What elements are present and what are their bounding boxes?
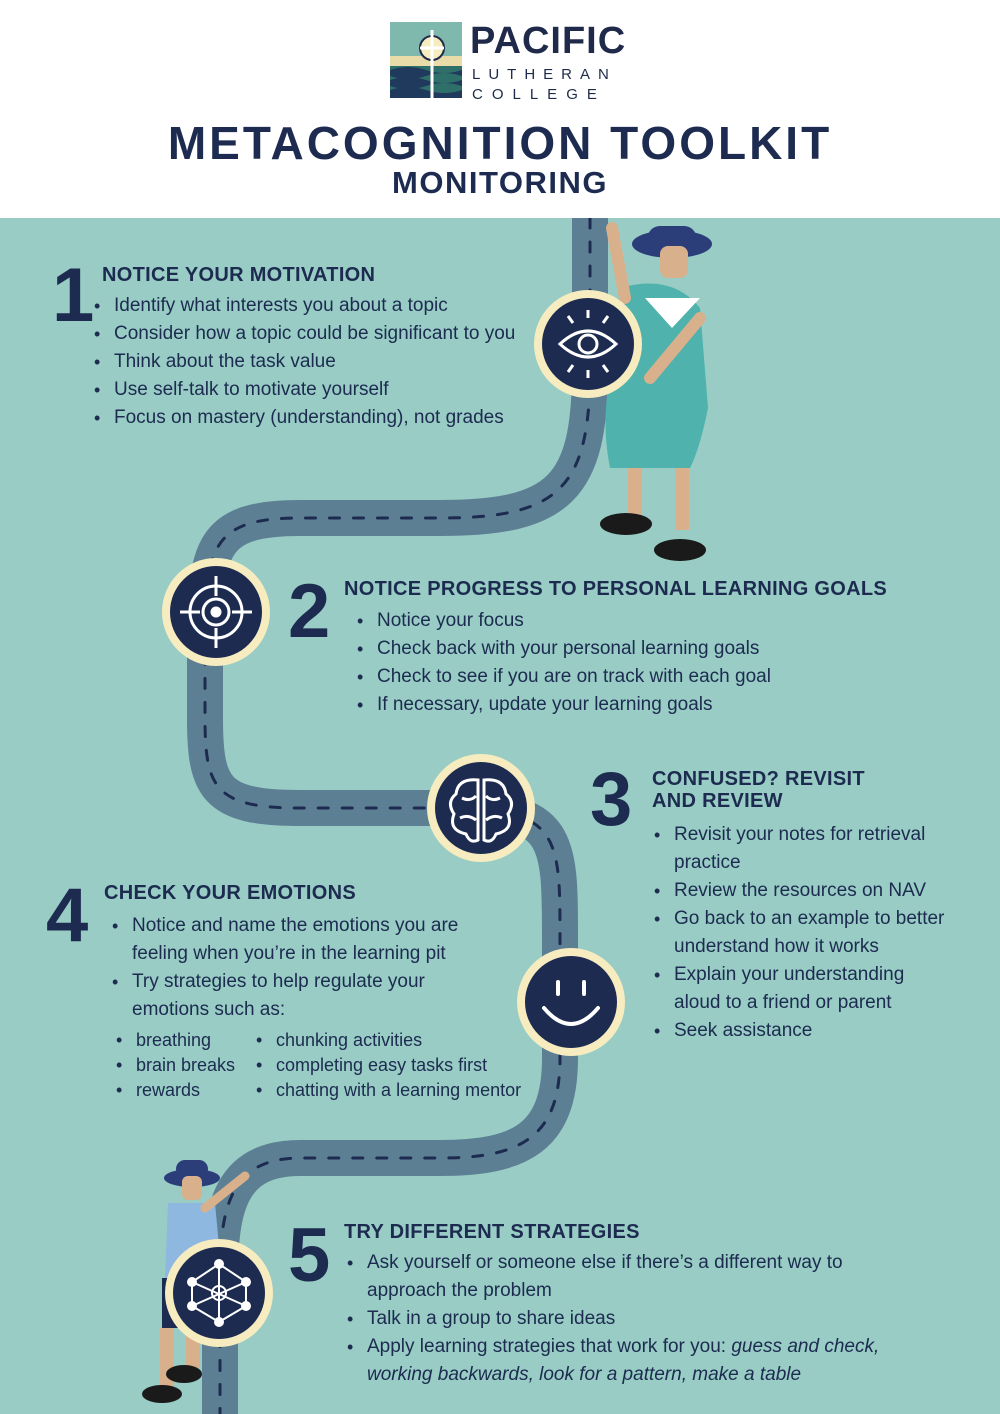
section-5-number: 5: [288, 1213, 331, 1298]
target-badge: [162, 558, 270, 666]
section-4-sublist-1: breathing brain breaks rewards: [114, 1028, 254, 1103]
section-1-number: 1: [52, 253, 95, 338]
list-item: Go back to an example to better understa…: [652, 905, 952, 961]
list-item: Use self-talk to motivate yourself: [92, 376, 552, 404]
smiley-icon: [542, 980, 600, 1026]
target-icon: [180, 576, 252, 648]
eye-badge: [534, 290, 642, 398]
list-item: Talk in a group to share ideas: [345, 1305, 905, 1333]
section-2-number: 2: [288, 569, 331, 654]
page-subtitle: MONITORING: [392, 165, 608, 200]
list-item: Identify what interests you about a topi…: [92, 292, 552, 320]
list-item: Notice and name the emotions you are fee…: [110, 912, 490, 968]
list-item: Try strategies to help regulate your emo…: [110, 968, 490, 1024]
network-icon: [187, 1259, 251, 1327]
list-item: Notice your focus: [355, 607, 875, 635]
logo-text-lutheran: LUTHERAN: [472, 66, 617, 83]
list-item: breathing: [114, 1028, 254, 1053]
list-item-text: Apply learning strategies that work for …: [367, 1336, 732, 1357]
page-title: METACOGNITION TOOLKIT: [167, 117, 833, 169]
list-item: Seek assistance: [652, 1017, 952, 1045]
section-5-list: Ask yourself or someone else if there’s …: [345, 1249, 905, 1389]
list-item-italic-text: guess and check, working backwards, look…: [367, 1336, 880, 1385]
brain-badge: [427, 754, 535, 862]
logo-text-pacific: PACIFIC: [470, 20, 627, 62]
list-item: Explain your understanding aloud to a fr…: [652, 961, 952, 1017]
section-4-number: 4: [46, 873, 89, 958]
list-item: Review the resources on NAV: [652, 877, 952, 905]
brain-icon: [449, 778, 513, 843]
list-item: Think about the task value: [92, 348, 552, 376]
smiley-badge: [517, 948, 625, 1056]
section-1-heading: NOTICE YOUR MOTIVATION: [102, 264, 376, 286]
list-item: Check back with your personal learning g…: [355, 635, 875, 663]
list-item: Apply learning strategies that work for …: [345, 1333, 905, 1389]
list-item: If necessary, update your learning goals: [355, 691, 875, 719]
list-item: completing easy tasks first: [254, 1053, 544, 1078]
logo-text-college: COLLEGE: [472, 86, 606, 103]
section-2-heading: NOTICE PROGRESS TO PERSONAL LEARNING GOA…: [344, 578, 888, 600]
section-3-heading-line-1: CONFUSED? REVISIT: [652, 768, 865, 790]
section-3-number: 3: [590, 757, 633, 842]
list-item: Focus on mastery (understanding), not gr…: [92, 404, 552, 432]
winding-road: [142, 218, 712, 1414]
student-girl-illustration: [600, 222, 712, 561]
list-item: Check to see if you are on track with ea…: [355, 663, 875, 691]
section-5-heading: TRY DIFFERENT STRATEGIES: [344, 1221, 640, 1243]
list-item: chunking activities: [254, 1028, 544, 1053]
section-3-heading-line-2: AND REVIEW: [652, 790, 783, 812]
section-4-list: Notice and name the emotions you are fee…: [110, 912, 490, 1024]
section-2-list: Notice your focus Check back with your p…: [355, 607, 875, 719]
infographic-body: 1 NOTICE YOUR MOTIVATION Identify what i…: [0, 218, 1000, 1414]
list-item: chatting with a learning mentor: [254, 1078, 544, 1103]
list-item: rewards: [114, 1078, 254, 1103]
list-item: Ask yourself or someone else if there’s …: [345, 1249, 905, 1305]
section-4-sublist-2: chunking activities completing easy task…: [254, 1028, 544, 1103]
list-item: Revisit your notes for retrieval practic…: [652, 821, 952, 877]
college-logo: PACIFIC LUTHERAN COLLEGE: [390, 20, 625, 103]
college-crest-icon: [390, 22, 462, 98]
section-1-list: Identify what interests you about a topi…: [92, 292, 552, 432]
list-item: brain breaks: [114, 1053, 254, 1078]
network-badge: [165, 1239, 273, 1347]
list-item: Consider how a topic could be significan…: [92, 320, 552, 348]
section-3-list: Revisit your notes for retrieval practic…: [652, 821, 952, 1045]
eye-icon: [557, 310, 619, 378]
page-header: PACIFIC LUTHERAN COLLEGE METACOGNITION T…: [0, 0, 1000, 218]
section-4-heading: CHECK YOUR EMOTIONS: [104, 882, 357, 904]
